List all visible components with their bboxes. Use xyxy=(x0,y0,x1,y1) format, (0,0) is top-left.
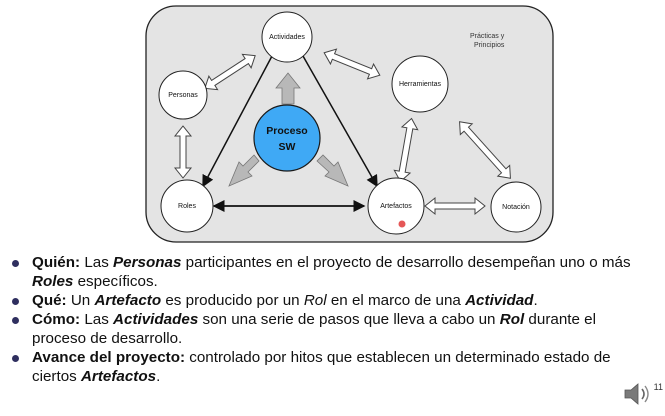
bullet-item: Cómo: Las Actividades son una serie de p… xyxy=(12,310,652,348)
bullet-list: Quién: Las Personas participantes en el … xyxy=(12,253,652,386)
arrow-proceso-actividades xyxy=(275,72,301,105)
bullet-text: Las xyxy=(80,254,114,271)
bullet-text: Avance del proyecto: xyxy=(32,349,186,366)
arrow-actividades-herramientas xyxy=(323,48,381,80)
bullet-text: Actividades xyxy=(113,311,199,328)
bullet-marker xyxy=(12,355,19,362)
bullet-item: Quién: Las Personas participantes en el … xyxy=(12,253,652,291)
node-actividades xyxy=(261,11,313,63)
node-artefactos xyxy=(367,177,425,235)
node-roles xyxy=(160,179,214,233)
bullet-text: Las xyxy=(80,311,114,328)
bullet-text: Personas xyxy=(113,254,182,271)
diagram-panel xyxy=(145,5,554,243)
bullet-marker xyxy=(12,260,19,267)
bullet-text: Rol xyxy=(303,292,327,309)
bullet-marker xyxy=(12,298,19,305)
bullet-item: Avance del proyecto: controlado por hito… xyxy=(12,348,652,386)
slide-number: 11 xyxy=(653,382,663,392)
speaker-icon[interactable] xyxy=(622,380,652,408)
corner-label-line2: Principios xyxy=(474,42,505,49)
bullet-text: Un xyxy=(66,292,95,309)
node-personas xyxy=(158,70,208,120)
node-roles-label: Roles xyxy=(178,203,196,210)
bullet-text: durante el proceso de desarrollo. xyxy=(32,311,596,347)
bullet-text: Qué: xyxy=(32,292,67,309)
corner-label-line1: Prácticas y xyxy=(470,33,505,40)
bullet-text: Cómo: xyxy=(32,311,81,328)
arrow-proceso-artefactos xyxy=(316,154,349,187)
bullet-text: Roles xyxy=(32,273,74,290)
node-notacion-label: Notación xyxy=(502,204,530,211)
bullet-text: Artefacto xyxy=(94,292,162,309)
bullet-text: son una serie de pasos que lleva a cabo … xyxy=(198,311,500,328)
arrow-personas-roles xyxy=(173,125,193,179)
arrow-personas-actividades xyxy=(204,53,256,91)
bullet-text: participantes en el proyecto de desarrol… xyxy=(181,254,631,271)
arrow-artefactos-notacion xyxy=(424,196,486,216)
proceso-label-line1: Proceso xyxy=(266,125,307,137)
node-personas-label: Personas xyxy=(168,92,198,99)
bullet-text: Actividad xyxy=(465,292,534,309)
node-artefactos-label: Artefactos xyxy=(380,203,412,210)
process-diagram: Prácticas y Principios Pro xyxy=(145,5,554,243)
bullet-text: Rol xyxy=(499,311,525,328)
proceso-sw-node xyxy=(253,104,321,172)
pointer-dot xyxy=(398,220,406,228)
node-actividades-label: Actividades xyxy=(269,34,305,41)
arrow-herramientas-notacion xyxy=(459,121,511,179)
bullet-text: . xyxy=(156,368,161,385)
node-herramientas-label: Herramientas xyxy=(399,81,442,88)
line-actividades-roles xyxy=(202,55,273,188)
bullet-text: Artefactos xyxy=(80,368,157,385)
node-notacion xyxy=(490,181,542,233)
bullet-marker xyxy=(12,317,19,324)
bullet-text: Quién: xyxy=(32,254,81,271)
node-herramientas xyxy=(391,55,449,113)
bullet-item: Qué: Un Artefacto es producido por un Ro… xyxy=(12,291,652,310)
bullet-text: es producido por un xyxy=(161,292,304,309)
bullet-text: en el marco de una xyxy=(326,292,466,309)
proceso-label-line2: SW xyxy=(279,141,296,153)
line-actividades-artefactos xyxy=(302,55,378,188)
bullet-text: controlado por hitos que establecen un d… xyxy=(32,349,611,385)
bullet-text: . xyxy=(533,292,538,309)
bullet-text: específicos. xyxy=(73,273,158,290)
arrow-proceso-roles xyxy=(228,154,260,187)
